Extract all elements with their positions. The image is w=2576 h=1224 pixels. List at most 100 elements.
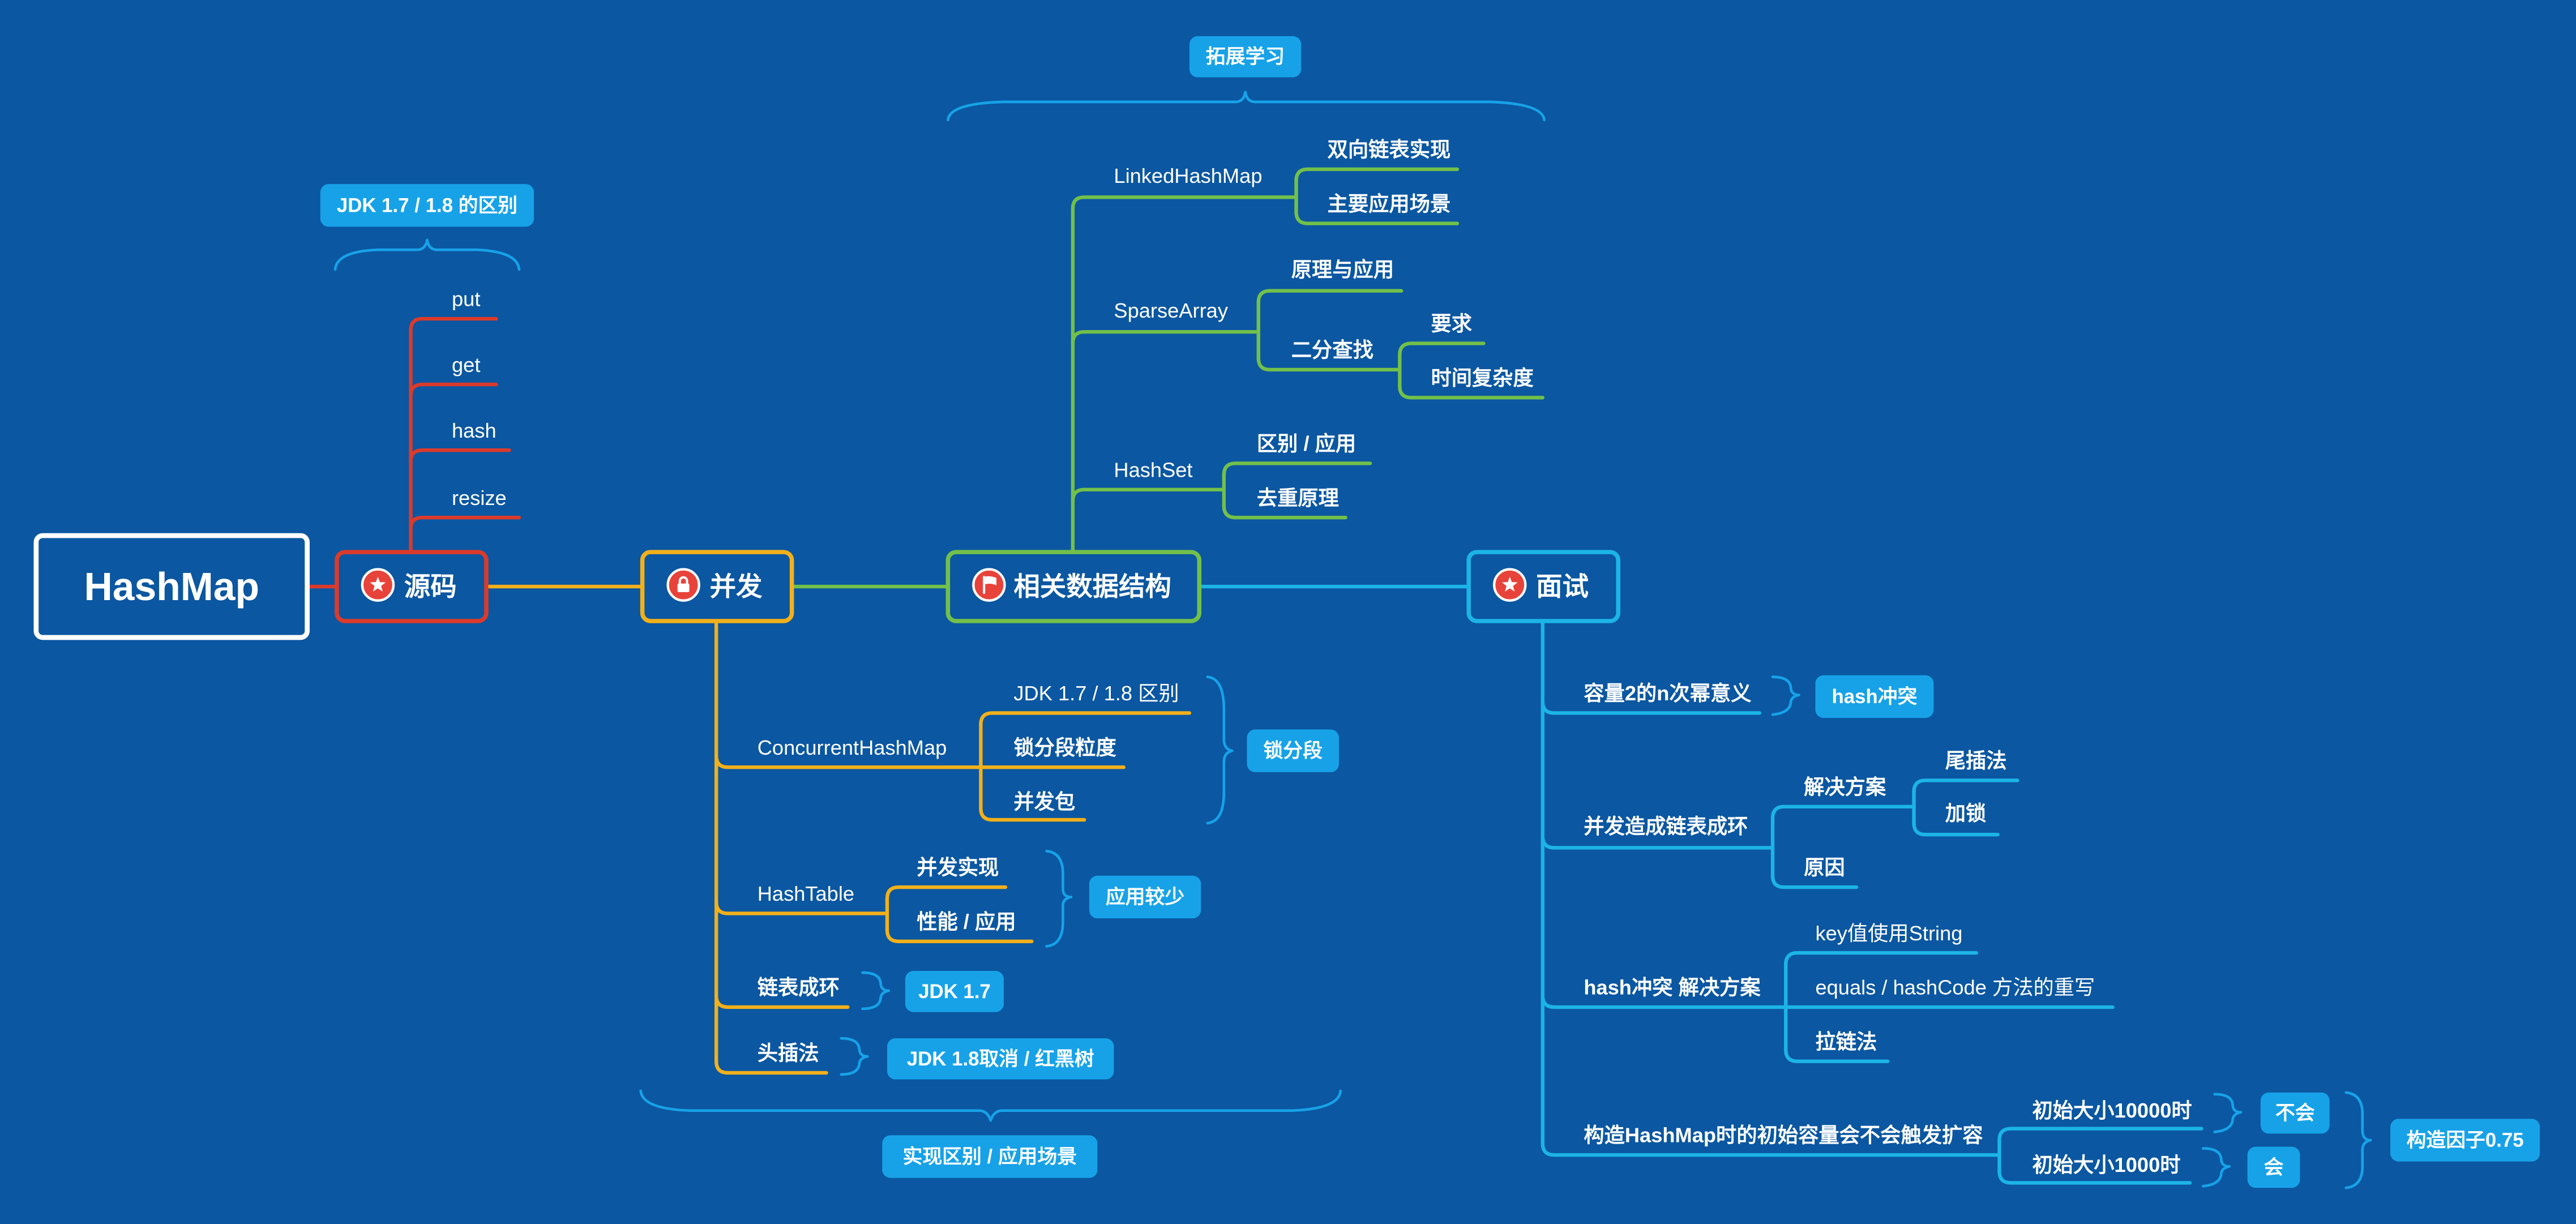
subtopic-solution[interactable]: 解决方案 xyxy=(1804,776,1886,799)
subtopic-resize[interactable]: resize xyxy=(452,486,507,510)
subtopic-hashset[interactable]: HashSet xyxy=(1114,458,1192,481)
subtopic-string-key[interactable]: key值使用String xyxy=(1815,922,1962,945)
summary-rarely-used[interactable]: 应用较少 xyxy=(1089,875,1201,919)
summary-label[interactable]: hash冲突 xyxy=(1832,686,1917,708)
subtopic-tail-insertion[interactable]: 尾插法 xyxy=(1945,749,2007,772)
branch-line xyxy=(1071,487,1226,503)
summary-label[interactable]: JDK 1.7 / 1.8 的区别 xyxy=(337,194,517,216)
flag-icon xyxy=(972,568,1006,602)
topic-structures[interactable]: 相关数据结构 xyxy=(945,550,1202,623)
summary-extended-learning[interactable]: 拓展学习 xyxy=(1189,36,1302,78)
branch-line xyxy=(1256,356,1402,372)
branch-line xyxy=(1784,951,1979,966)
subtopic-put[interactable]: put xyxy=(452,288,480,311)
branch-interview: 容量2的n次幂意义 hash冲突 并发造成链表成环 解决方案 原因 尾插法 加锁… xyxy=(1466,550,2540,1189)
summary-label[interactable]: 应用较少 xyxy=(1106,886,1184,908)
subtopic-difference-usage[interactable]: 区别 / 应用 xyxy=(1257,432,1356,455)
summary-label[interactable]: JDK 1.7 xyxy=(918,981,991,1003)
subtopic-dedup-principle[interactable]: 去重原理 xyxy=(1257,486,1339,510)
branch-line xyxy=(1222,461,1372,477)
summary-segment-lock[interactable]: 锁分段 xyxy=(1247,729,1339,772)
subtopic-doubly-linked[interactable]: 双向链表实现 xyxy=(1328,138,1451,161)
summary-jdk17[interactable]: JDK 1.7 xyxy=(905,971,1004,1012)
subtopic-time-complexity[interactable]: 时间复杂度 xyxy=(1431,366,1534,390)
subtopic-principle-usage[interactable]: 原理与应用 xyxy=(1291,258,1394,281)
topic-label-source[interactable]: 源码 xyxy=(404,572,457,601)
subtopic-main-scenarios[interactable]: 主要应用场景 xyxy=(1328,192,1451,215)
subtopic-size-1000[interactable]: 初始大小1000时 xyxy=(2032,1153,2181,1176)
subtopic-requirements[interactable]: 要求 xyxy=(1431,312,1472,335)
subtopic-locking[interactable]: 加锁 xyxy=(1945,802,1987,825)
summary-label[interactable]: 构造因子0.75 xyxy=(2407,1129,2524,1151)
branch-concurrency: ConcurrentHashMap JDK 1.7 / 1.8 区别 锁分段粒度… xyxy=(639,550,1342,1178)
summary-box xyxy=(887,1038,1114,1080)
subtopic-binary-search[interactable]: 二分查找 xyxy=(1291,339,1373,362)
subtopic-linkedhashmap[interactable]: LinkedHashMap xyxy=(1114,164,1262,187)
branch-line xyxy=(1398,384,1544,400)
summary-brace xyxy=(861,971,891,1011)
summary-jdk18[interactable]: JDK 1.8取消 / 红黑树 xyxy=(887,1038,1114,1080)
summary-hash-collision[interactable]: hash冲突 xyxy=(1815,675,1934,718)
subtopic-cause[interactable]: 原因 xyxy=(1804,856,1845,879)
subtopic-initial-capacity[interactable]: 构造HashMap时的初始容量会不会触发扩容 xyxy=(1584,1124,1983,1147)
summary-label[interactable]: 拓展学习 xyxy=(1206,45,1285,68)
summary-box xyxy=(320,184,534,227)
topic-box xyxy=(945,550,1202,623)
summary-box xyxy=(2390,1119,2540,1162)
branch-line xyxy=(1541,834,1775,850)
branch-line xyxy=(1541,994,1788,1009)
subtopic-concurrency-impl[interactable]: 并发实现 xyxy=(917,856,999,879)
summary-label[interactable]: 锁分段 xyxy=(1263,739,1323,762)
central-topic[interactable]: HashMap xyxy=(33,533,310,640)
subtopic-hashtable[interactable]: HashTable xyxy=(758,882,854,905)
summary-source-versions[interactable]: JDK 1.7 / 1.8 的区别 xyxy=(320,184,534,227)
topic-concurrency[interactable]: 并发 xyxy=(640,550,794,623)
summary-load-factor[interactable]: 构造因子0.75 xyxy=(2390,1119,2540,1162)
subtopic-hash[interactable]: hash xyxy=(452,419,497,442)
subtopic-equals-hashcode[interactable]: equals / hashCode 方法的重写 xyxy=(1815,976,2095,999)
topic-label-interview[interactable]: 面试 xyxy=(1536,572,1589,601)
topic-source[interactable]: 源码 xyxy=(335,550,489,623)
subtopic-sparsearray[interactable]: SparseArray xyxy=(1114,299,1228,322)
topic-interview[interactable]: 面试 xyxy=(1466,550,1621,623)
branch-line xyxy=(1912,778,2019,794)
summary-will-not[interactable]: 不会 xyxy=(2260,1092,2330,1134)
branch-line xyxy=(1256,289,1403,305)
central-topic-label[interactable]: HashMap xyxy=(84,564,259,609)
star-shape xyxy=(1501,576,1518,592)
subtopic-power-of-two[interactable]: 容量2的n次幂意义 xyxy=(1584,682,1751,705)
branch-line xyxy=(1770,874,1859,889)
branch-line xyxy=(979,806,1086,822)
branch-line xyxy=(409,448,511,464)
subtopic-head-insertion[interactable]: 头插法 xyxy=(758,1042,819,1065)
summary-impl-scenarios[interactable]: 实现区别 / 应用场景 xyxy=(882,1135,1098,1178)
branch-line xyxy=(1541,699,1762,715)
subtopic-size-10000[interactable]: 初始大小10000时 xyxy=(2032,1099,2192,1122)
summary-label[interactable]: 会 xyxy=(2264,1156,2284,1178)
subtopic-list-cycle[interactable]: 链表成环 xyxy=(758,976,840,999)
branch-line xyxy=(409,316,498,332)
subtopic-concurrenthashmap[interactable]: ConcurrentHashMap xyxy=(758,736,947,759)
branch-line xyxy=(1294,210,1460,225)
subtopic-get[interactable]: get xyxy=(452,353,480,376)
summary-brace xyxy=(1045,849,1073,948)
summary-brace xyxy=(840,1037,869,1076)
subtopic-chaining[interactable]: 拉链法 xyxy=(1815,1030,1877,1053)
subtopic-concurrent-cycle[interactable]: 并发造成链表成环 xyxy=(1584,815,1748,838)
topic-label-structures[interactable]: 相关数据结构 xyxy=(1013,572,1171,601)
branch-line xyxy=(1541,1141,2001,1157)
summary-label[interactable]: 不会 xyxy=(2275,1102,2315,1124)
summary-label[interactable]: JDK 1.8取消 / 红黑树 xyxy=(907,1048,1094,1070)
branch-line xyxy=(409,515,521,531)
summary-label[interactable]: 实现区别 / 应用场景 xyxy=(903,1145,1077,1167)
subtopic-collision-solutions[interactable]: hash冲突 解决方案 xyxy=(1584,976,1761,999)
subtopic-performance-usage[interactable]: 性能 / 应用 xyxy=(917,910,1016,933)
topic-label-concurrency[interactable]: 并发 xyxy=(710,572,763,601)
summary-will[interactable]: 会 xyxy=(2247,1146,2300,1188)
subtopic-concurrent-package[interactable]: 并发包 xyxy=(1013,790,1075,814)
summary-brace xyxy=(947,91,1546,122)
subtopic-jdk-diff[interactable]: JDK 1.7 / 1.8 区别 xyxy=(1013,682,1179,705)
subtopic-lock-granularity[interactable]: 锁分段粒度 xyxy=(1013,736,1116,759)
branch-line xyxy=(714,994,850,1009)
